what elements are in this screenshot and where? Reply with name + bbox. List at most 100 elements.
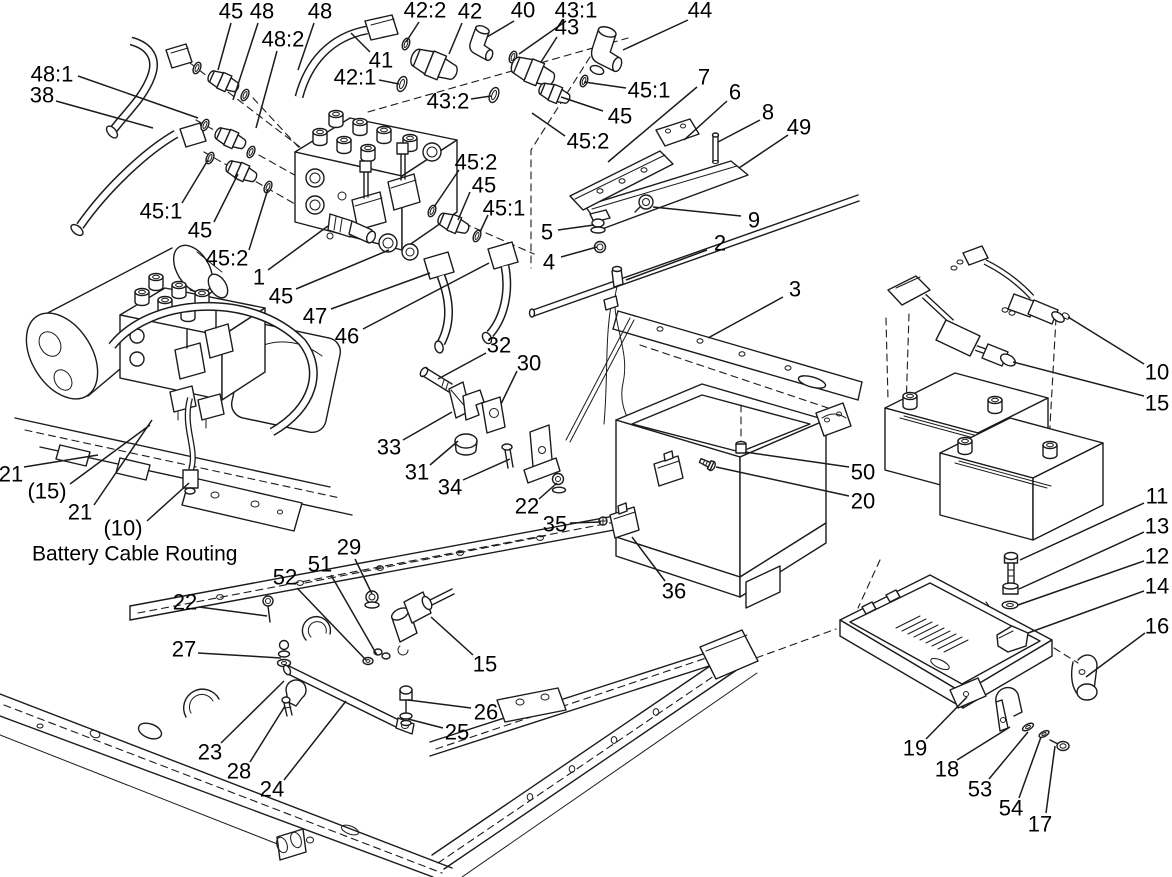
- leader-36: [631, 536, 666, 582]
- leader-51: [330, 574, 378, 656]
- callout-18: 18: [935, 757, 959, 782]
- callout-19: 19: [903, 736, 927, 761]
- leader-48c2: [255, 50, 278, 129]
- hose-39: [104, 36, 192, 140]
- leader-47: [330, 272, 431, 310]
- screw-35: [599, 517, 607, 525]
- callout-26: 26: [474, 700, 498, 725]
- callout-14: 14: [1145, 574, 1169, 599]
- leader-42c2: [405, 21, 420, 43]
- callout-45-4: 45: [188, 218, 212, 243]
- relay-a: [654, 451, 683, 486]
- battery-cable-15: [888, 276, 1017, 368]
- frame-hook: [302, 617, 330, 640]
- latch-parts-30: [419, 366, 566, 493]
- leader-45-2: [560, 96, 604, 112]
- leader-46: [362, 262, 490, 330]
- callout-41: 41: [369, 48, 393, 73]
- callout-30: 30: [517, 351, 541, 376]
- callout-7: 7: [698, 65, 710, 90]
- leader-38: [55, 100, 154, 129]
- leader-29: [354, 558, 373, 595]
- callout-45-3: 45: [472, 173, 496, 198]
- callout-25: 25: [445, 720, 469, 745]
- washers-51: [374, 649, 390, 659]
- leader-26: [407, 699, 472, 709]
- leader-45c2a: [531, 112, 566, 137]
- callout-43: 43: [555, 15, 579, 40]
- clamp-28: [286, 680, 306, 706]
- leader-19: [925, 696, 968, 740]
- callout-21-2: 21: [68, 500, 92, 525]
- callout-45-2: 45: [608, 104, 632, 129]
- battery-cable-10: [951, 246, 1071, 324]
- bracket-30a: [463, 390, 484, 420]
- leader-23: [220, 680, 285, 744]
- leader-4: [560, 246, 598, 258]
- leader-22-1: [538, 482, 558, 500]
- callout-45-5: 45: [269, 284, 293, 309]
- hose-46: [481, 242, 518, 345]
- leader-45c1b: [479, 214, 489, 233]
- leader-50: [744, 451, 850, 468]
- callout-48-1: 48: [250, 0, 274, 24]
- leader-25: [407, 718, 444, 729]
- callout-48c1: 48:1: [31, 62, 74, 87]
- leader-43c2: [470, 95, 492, 100]
- leader-33: [402, 411, 453, 441]
- leader-30: [500, 370, 518, 405]
- solenoid-valve-1: [352, 161, 386, 230]
- leader-2: [625, 249, 708, 281]
- callout-16: 16: [1145, 614, 1169, 639]
- manifold-block: [295, 109, 457, 261]
- leader-22-2: [198, 606, 268, 617]
- washer-stack-27: [278, 641, 291, 667]
- leader-40: [486, 20, 515, 38]
- frame-hardware: [263, 589, 454, 734]
- battery-tray: [840, 553, 1097, 751]
- callout-27: 27: [172, 637, 196, 662]
- hose-47: [424, 252, 454, 354]
- washer-53: [1020, 721, 1036, 733]
- leader-42: [448, 22, 463, 55]
- callout-35: 35: [543, 512, 567, 537]
- line-art: [0, 15, 1103, 877]
- leader-21-1: [23, 454, 99, 468]
- hydraulic-fittings-top: [394, 23, 633, 109]
- callout-23: 23: [198, 740, 222, 765]
- clamp-16: [1072, 655, 1097, 700]
- leader-q10: [146, 482, 190, 522]
- callout-15-1: 15: [1145, 391, 1169, 416]
- callout-q15: (15): [27, 479, 66, 504]
- callout-54: 54: [999, 796, 1023, 821]
- callout-45c1a: 45:1: [628, 78, 671, 103]
- leader-16: [1085, 632, 1146, 678]
- callout-4: 4: [543, 250, 555, 275]
- callout-45c2a: 45:2: [567, 129, 610, 154]
- clip-5: [590, 210, 610, 233]
- callout-8: 8: [762, 100, 774, 125]
- battery-cable-loop: [108, 302, 318, 494]
- nut-22-upper: [553, 474, 566, 493]
- callout-5: 5: [541, 220, 553, 245]
- leader-34: [462, 458, 511, 481]
- leader-45-4: [213, 173, 239, 223]
- relay-36: [610, 503, 639, 538]
- leader-15-2: [430, 616, 474, 656]
- callout-45c1c: 45:1: [140, 199, 183, 224]
- leader-35: [569, 521, 602, 524]
- rail-bracket: [816, 403, 851, 436]
- leader-27: [197, 652, 282, 659]
- leader-31: [429, 440, 459, 466]
- manifold-assembled: [120, 272, 265, 429]
- callout-3: 3: [789, 277, 801, 302]
- callout-45c2b: 45:2: [455, 150, 498, 175]
- callout-31: 31: [405, 460, 429, 485]
- washers-25: [400, 713, 412, 726]
- callout-11: 11: [1146, 484, 1169, 509]
- bolt-9: [635, 195, 653, 212]
- callout-48-2: 48: [308, 0, 332, 24]
- leader-48-1: [232, 22, 259, 101]
- callout-24: 24: [260, 777, 284, 802]
